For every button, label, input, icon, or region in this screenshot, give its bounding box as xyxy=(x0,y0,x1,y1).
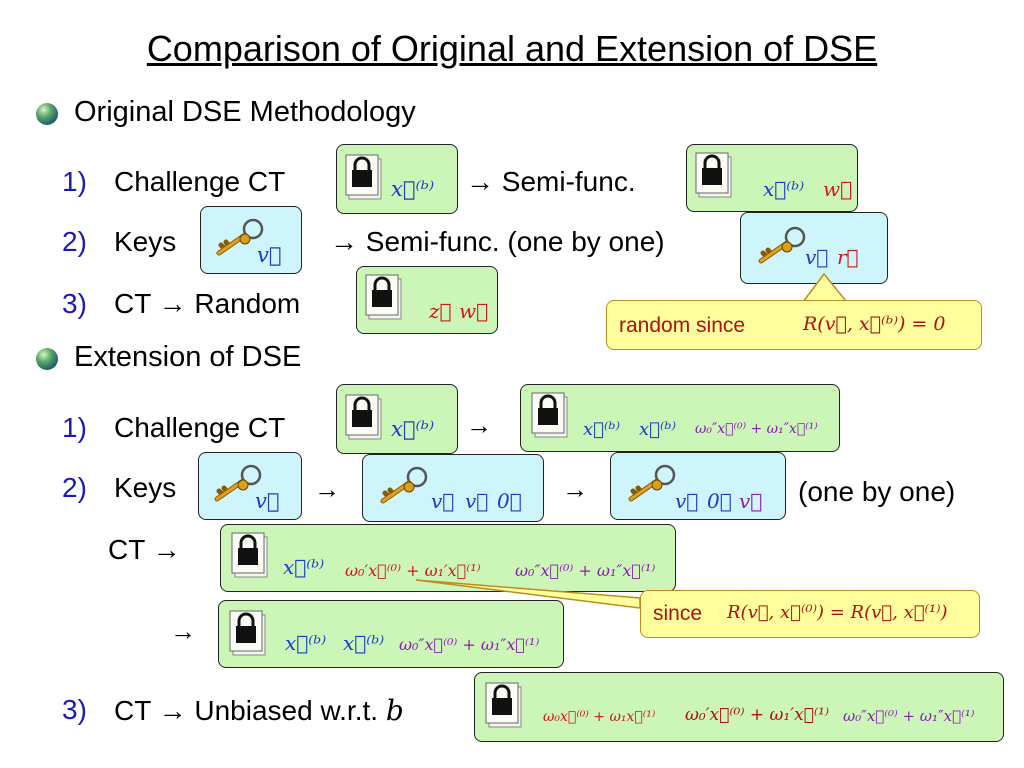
step-number: 3) xyxy=(62,288,87,319)
ciphertext-box: x⃗⁽ᵇ⁾ xyxy=(336,384,458,454)
step-label: Challenge CT xyxy=(114,166,286,197)
math-zero: 0⃗ xyxy=(497,489,522,513)
math-w: w⃗ xyxy=(459,299,489,323)
callout-random-since: random since R(v⃗, x⃗⁽ᵇ⁾) = 0 xyxy=(606,300,982,350)
arrow-icon: → xyxy=(314,474,340,504)
math-xb: x⃗⁽ᵇ⁾ xyxy=(343,631,385,655)
math-r: r⃗ xyxy=(837,245,859,269)
callout-since: since R(v⃗, x⃗⁽⁰⁾) = R(v⃗, x⃗⁽¹⁾) xyxy=(640,590,980,638)
step-result: CT → Unbiased w.r.t. b xyxy=(114,694,404,727)
lock-icon xyxy=(345,394,382,440)
page-title: Comparison of Original and Extension of … xyxy=(146,28,878,69)
math-v: v⃗ xyxy=(257,243,282,267)
math-v: v⃗ xyxy=(255,489,280,513)
callout-math: R(v⃗, x⃗⁽⁰⁾) = R(v⃗, x⃗⁽¹⁾) xyxy=(727,602,948,623)
math-mix-double-prime: ω₀″x⃗⁽⁰⁾ + ω₁″x⃗⁽¹⁾ xyxy=(515,561,656,580)
extended-key-box: v⃗ v⃗ 0⃗ xyxy=(362,454,544,522)
step-label: Challenge CT xyxy=(114,412,286,443)
math-mix-prime: ω₀′x⃗⁽⁰⁾ + ω₁′x⃗⁽¹⁾ xyxy=(685,705,830,725)
lock-icon xyxy=(231,532,268,578)
bullet-icon xyxy=(36,348,58,370)
callout-text: random since xyxy=(619,314,746,337)
lock-icon xyxy=(485,682,522,728)
lock-icon xyxy=(229,610,266,656)
math-xb: x⃗⁽ᵇ⁾ xyxy=(283,555,325,579)
arrow-icon: → xyxy=(562,474,588,504)
math-mix-double-prime: ω₀″x⃗⁽⁰⁾ + ω₁″x⃗⁽¹⁾ xyxy=(399,635,540,654)
arrow-text: Unbiased w.r.t. xyxy=(194,695,379,726)
step-label: CT xyxy=(108,534,145,565)
key-box: v⃗ xyxy=(200,206,302,274)
step-number: 2) xyxy=(62,472,87,503)
arrow-icon: → xyxy=(466,410,492,440)
math-mix-double-prime: ω₀″x⃗⁽⁰⁾ + ω₁″x⃗⁽¹⁾ xyxy=(843,707,975,725)
math-xb: x⃗⁽ᵇ⁾ xyxy=(763,177,805,201)
step-result: CT → Random xyxy=(114,288,300,320)
ciphertext-box: x⃗⁽ᵇ⁾ xyxy=(336,144,458,214)
math-v: v⃗ xyxy=(465,489,489,513)
math-xb: x⃗⁽ᵇ⁾ xyxy=(285,631,327,655)
step-result: → Semi-func. xyxy=(466,166,636,198)
step-label: Keys xyxy=(114,472,177,503)
step-number: 1) xyxy=(62,166,87,197)
lock-icon xyxy=(345,154,382,200)
math-mix-double-prime: ω₀″x⃗⁽⁰⁾ + ω₁″x⃗⁽¹⁾ xyxy=(695,421,818,437)
math-v: v⃗ xyxy=(431,489,455,513)
math-xb: x⃗⁽ᵇ⁾ xyxy=(391,417,435,441)
callout-text: since xyxy=(653,602,703,625)
step-result: CT → xyxy=(108,534,181,566)
math-xb: x⃗⁽ᵇ⁾ xyxy=(583,419,620,440)
step-number: 3) xyxy=(62,694,87,725)
ciphertext-result-box: x⃗⁽ᵇ⁾ x⃗⁽ᵇ⁾ ω₀″x⃗⁽⁰⁾ + ω₁″x⃗⁽¹⁾ xyxy=(218,600,564,668)
key-icon xyxy=(758,226,806,264)
arrow-text: Semi-func. xyxy=(501,166,636,197)
math-b: b xyxy=(385,694,404,727)
intermediate-ciphertext-box: x⃗⁽ᵇ⁾ ω₀′x⃗⁽⁰⁾ + ω₁′x⃗⁽¹⁾ ω₀″x⃗⁽⁰⁾ + ω₁″… xyxy=(220,524,676,592)
key-box: v⃗ xyxy=(198,452,302,520)
math-v: v⃗ xyxy=(675,489,699,513)
semi-func-ciphertext-box: x⃗⁽ᵇ⁾ w⃗ xyxy=(686,144,858,212)
lock-icon xyxy=(365,274,402,320)
math-zero: 0⃗ xyxy=(707,489,732,513)
math-xb: x⃗⁽ᵇ⁾ xyxy=(391,177,435,201)
key-icon xyxy=(380,466,428,504)
step-result: → Semi-func. (one by one) xyxy=(330,226,665,258)
key-icon xyxy=(216,218,264,256)
step-number: 2) xyxy=(62,226,87,257)
unbiased-ciphertext-box: ω₀x⃗⁽⁰⁾ + ω₁x⃗⁽¹⁾ ω₀′x⃗⁽⁰⁾ + ω₁′x⃗⁽¹⁾ ω₀… xyxy=(474,672,1004,742)
random-ciphertext-box: z⃗ w⃗ xyxy=(356,266,498,334)
step-number: 1) xyxy=(62,412,87,443)
semi-func-key-box: v⃗ 0⃗ v⃗ xyxy=(610,452,786,520)
arrow-icon: → xyxy=(152,534,181,565)
math-z: z⃗ xyxy=(429,299,452,323)
key-icon xyxy=(628,464,676,502)
arrow-icon: → xyxy=(466,166,494,197)
step-label: Keys xyxy=(114,226,177,257)
arrow-icon: → xyxy=(330,226,358,257)
step-label: CT xyxy=(114,288,151,319)
arrow-icon: → xyxy=(158,695,187,726)
arrow-text: Semi-func. (one by one) xyxy=(365,226,665,257)
heading-extension: Extension of DSE xyxy=(74,341,302,373)
arrow-icon: → xyxy=(158,288,187,319)
math-xb: x⃗⁽ᵇ⁾ xyxy=(639,419,676,440)
math-w: w⃗ xyxy=(823,177,853,201)
callout-math: R(v⃗, x⃗⁽ᵇ⁾) = 0 xyxy=(803,313,946,335)
heading-original: Original DSE Methodology xyxy=(74,96,416,128)
bullet-icon xyxy=(36,103,58,125)
step-label: CT xyxy=(114,695,151,726)
one-by-one-note: (one by one) xyxy=(798,476,956,507)
math-v: v⃗ xyxy=(805,245,829,269)
extended-ciphertext-box: x⃗⁽ᵇ⁾ x⃗⁽ᵇ⁾ ω₀″x⃗⁽⁰⁾ + ω₁″x⃗⁽¹⁾ xyxy=(520,384,840,452)
lock-icon xyxy=(695,152,732,198)
key-icon xyxy=(214,464,262,502)
math-mix-prime: ω₀′x⃗⁽⁰⁾ + ω₁′x⃗⁽¹⁾ xyxy=(345,561,481,580)
math-mix: ω₀x⃗⁽⁰⁾ + ω₁x⃗⁽¹⁾ xyxy=(543,709,656,725)
math-v: v⃗ xyxy=(739,489,763,513)
arrow-text: Random xyxy=(194,288,301,319)
arrow-icon: → xyxy=(170,616,196,646)
lock-icon xyxy=(531,392,568,438)
semi-func-key-box: v⃗ r⃗ xyxy=(740,212,888,284)
